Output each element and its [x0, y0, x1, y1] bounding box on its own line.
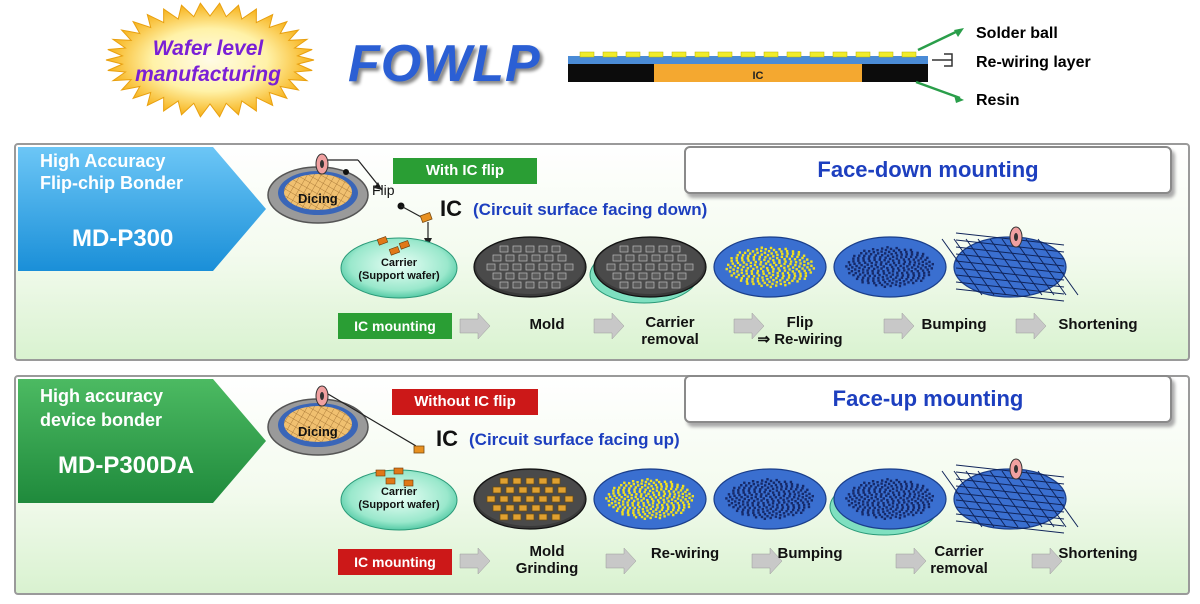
step-label-line-1: Bumping [921, 316, 987, 333]
wafer-bumping [833, 236, 947, 298]
carrier-label-1: Carrier (Support wafer) [354, 257, 444, 283]
step-label: Flip⇒ Re-wiring [740, 314, 860, 348]
circuit-note-1: (Circuit surface facing down) [473, 200, 708, 219]
machine-arrow-green [18, 379, 266, 503]
step-label-line-1: Shortening [1058, 316, 1138, 333]
badge-line-1: Wafer level [152, 37, 264, 60]
first-step-ic-mounting-1: IC mounting [338, 313, 452, 339]
wafer-mold-grinding [473, 468, 587, 530]
wafer-carrier-removal [829, 468, 947, 536]
step-arrow-icon [751, 547, 783, 575]
first-step-ic-mounting-2: IC mounting [338, 549, 452, 575]
step-arrow-icon [895, 547, 927, 575]
rewiring-layer [568, 56, 928, 64]
wafer-flip-rewiring [713, 236, 827, 298]
page-title: FOWLP [348, 35, 541, 93]
step-label: Shortening [1038, 545, 1158, 562]
carrier-line-1: Carrier [380, 257, 418, 269]
model-name-2: MD-P300DA [58, 452, 195, 479]
step-label-line-2: Grinding [515, 560, 579, 577]
flip-label: Flip [372, 182, 395, 198]
process-wafers-2 [473, 458, 1079, 536]
machine-name-2: High accuracy device bonder [40, 384, 163, 432]
wafer-shortening [941, 458, 1079, 534]
carrier-label-2: Carrier (Support wafer) [354, 486, 444, 512]
machine-line-1: High Accuracy [40, 151, 166, 171]
step-label-line-1: Re-wiring [650, 545, 720, 562]
tag-with-ic-flip: With IC flip [393, 158, 537, 184]
step-arrow-icon [1031, 547, 1063, 575]
wafer-carrier-removal [589, 236, 707, 304]
step-label-line-1: Bumping [777, 545, 843, 562]
circuit-note-2: (Circuit surface facing up) [469, 430, 680, 449]
step-label: Shortening [1038, 316, 1158, 333]
carrier-line-2: (Support wafer) [358, 270, 440, 282]
carrier-wafer-2 [340, 467, 458, 531]
step-label-line-1: Shortening [1058, 545, 1138, 562]
ic-die [654, 64, 862, 82]
carrier-line-1: Carrier [380, 486, 418, 498]
step-label-line-1: Mold [529, 316, 565, 333]
fowlp-cross-section: IC [568, 28, 964, 103]
step-label-line-1: Flip [786, 314, 814, 331]
dicing-label-1: Dicing [298, 191, 338, 206]
step-arrow-icon [1015, 312, 1047, 340]
ic-die-label: IC [753, 70, 764, 82]
callout-rewiring-layer: Re-wiring layer [976, 54, 1091, 71]
callout-solder-ball: Solder ball [976, 25, 1058, 42]
flip-pick-arrow [397, 202, 433, 246]
wafer-rewiring [593, 468, 707, 530]
dicing-label-2: Dicing [298, 424, 338, 439]
dicing-wafer-1 [267, 153, 383, 224]
solder-balls [579, 51, 917, 58]
step-arrow-icon [883, 312, 915, 340]
machine-arrow-blue [18, 147, 266, 271]
machine-name-1: High Accuracy Flip-chip Bonder [40, 150, 183, 194]
ic-label-2: IC [436, 426, 458, 451]
carrier-wafer-1 [340, 236, 458, 299]
mounting-title-face-up: Face-up mounting [684, 375, 1172, 423]
step-label-line-2: ⇒ Re-wiring [757, 331, 843, 348]
step-label: Mold [487, 316, 607, 333]
step-label: Bumping [894, 316, 1014, 333]
model-name-1: MD-P300 [72, 225, 174, 252]
dicing-wafer-2 [267, 385, 416, 456]
step-arrow-icon [605, 547, 637, 575]
callout-resin: Resin [976, 92, 1020, 109]
tag-without-ic-flip: Without IC flip [392, 389, 538, 415]
carrier-line-2: (Support wafer) [358, 499, 440, 511]
step-label-line-1: Carrier [934, 543, 984, 560]
mounting-title-face-down: Face-down mounting [684, 146, 1172, 194]
wafer-shortening [941, 226, 1079, 302]
badge-line-2: manufacturing [135, 63, 281, 86]
machine-line-2: Flip-chip Bonder [40, 173, 183, 193]
machine-line-1: High accuracy [40, 386, 164, 406]
step-arrow-icon [459, 547, 491, 575]
step-arrow-icon [459, 312, 491, 340]
wafer-mold [473, 236, 587, 298]
step-arrow-icon [593, 312, 625, 340]
step-label-line-1: Mold [529, 543, 565, 560]
step-label-line-2: removal [930, 560, 988, 577]
ic-chip-small [413, 445, 425, 454]
step-arrows-2 [459, 547, 1063, 575]
step-arrow-icon [733, 312, 765, 340]
step-label-line-1: Carrier [645, 314, 695, 331]
step-label: Re-wiring [625, 545, 745, 562]
step-arrows-1 [459, 312, 1047, 340]
wafer-bumping [713, 468, 827, 530]
badge-text: Wafer level manufacturing [108, 36, 308, 88]
process-wafers-1 [473, 226, 1079, 304]
ic-label-1: IC [440, 196, 462, 221]
machine-line-2: device bonder [40, 410, 163, 430]
step-label-line-2: removal [641, 331, 699, 348]
sunburst-badge-shape [105, 2, 315, 118]
step-label: Bumping [750, 545, 870, 562]
